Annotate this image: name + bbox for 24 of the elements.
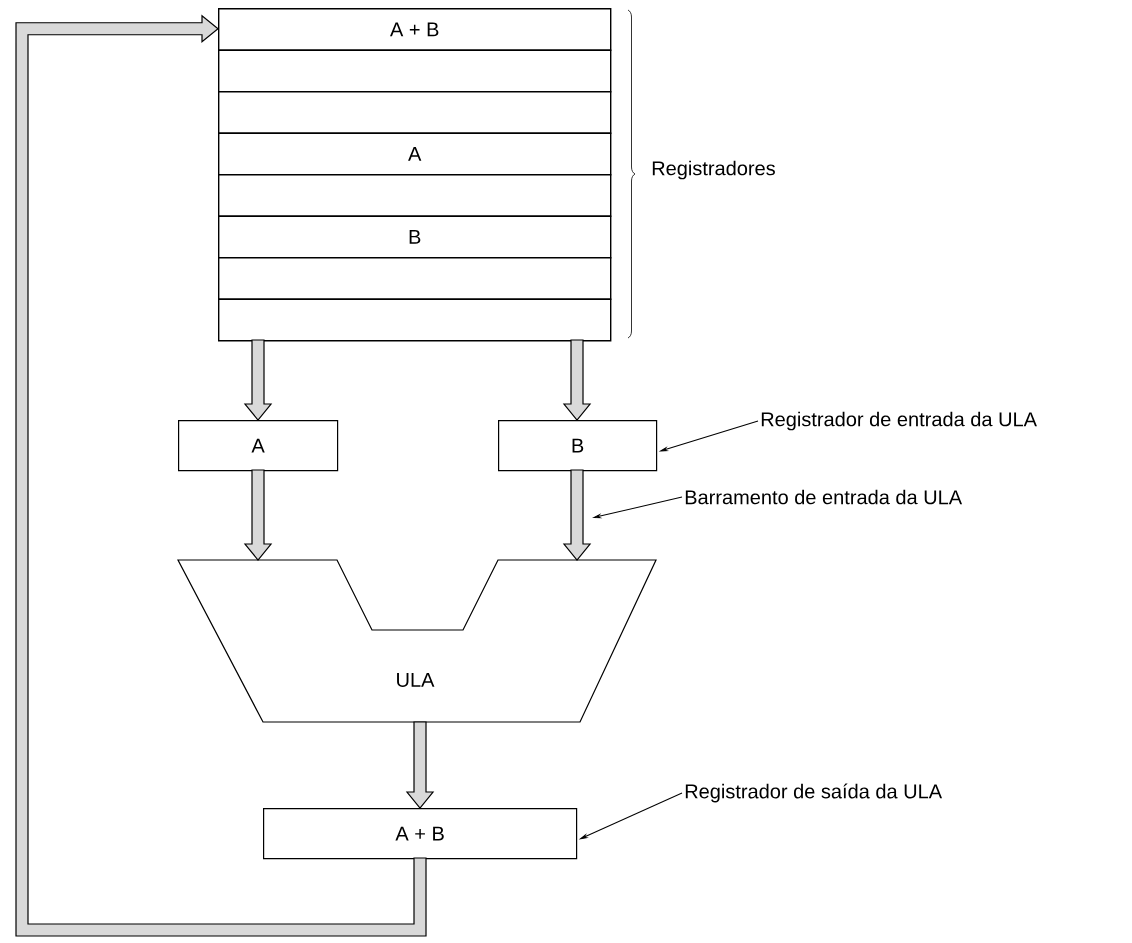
register-row: B [218,215,612,259]
bus-arrow [405,721,435,809]
register-row: A + B [218,8,612,51]
register-row [218,298,612,342]
register-box: B [498,420,658,472]
callout-text: Registrador de entrada da ULA [761,411,1037,431]
bus-arrow [243,469,273,561]
callout-text: Registrador de saída da ULA [685,783,943,803]
register-row [218,257,612,300]
callout-text: Barramento de entrada da ULA [685,489,963,505]
register-box: A [178,420,339,472]
bus-arrow [562,469,592,561]
register-row: A [218,132,612,176]
leader-line [580,792,683,840]
leader-line [660,420,759,452]
group-label: Registradores [652,160,775,180]
register-row [218,174,612,217]
register-box: A + B [263,808,578,860]
register-row [218,91,612,134]
bus-arrow [15,14,427,937]
leader-line [593,496,683,519]
bus-arrow [562,339,592,421]
register-row [218,49,612,93]
bus-arrow [243,339,273,421]
